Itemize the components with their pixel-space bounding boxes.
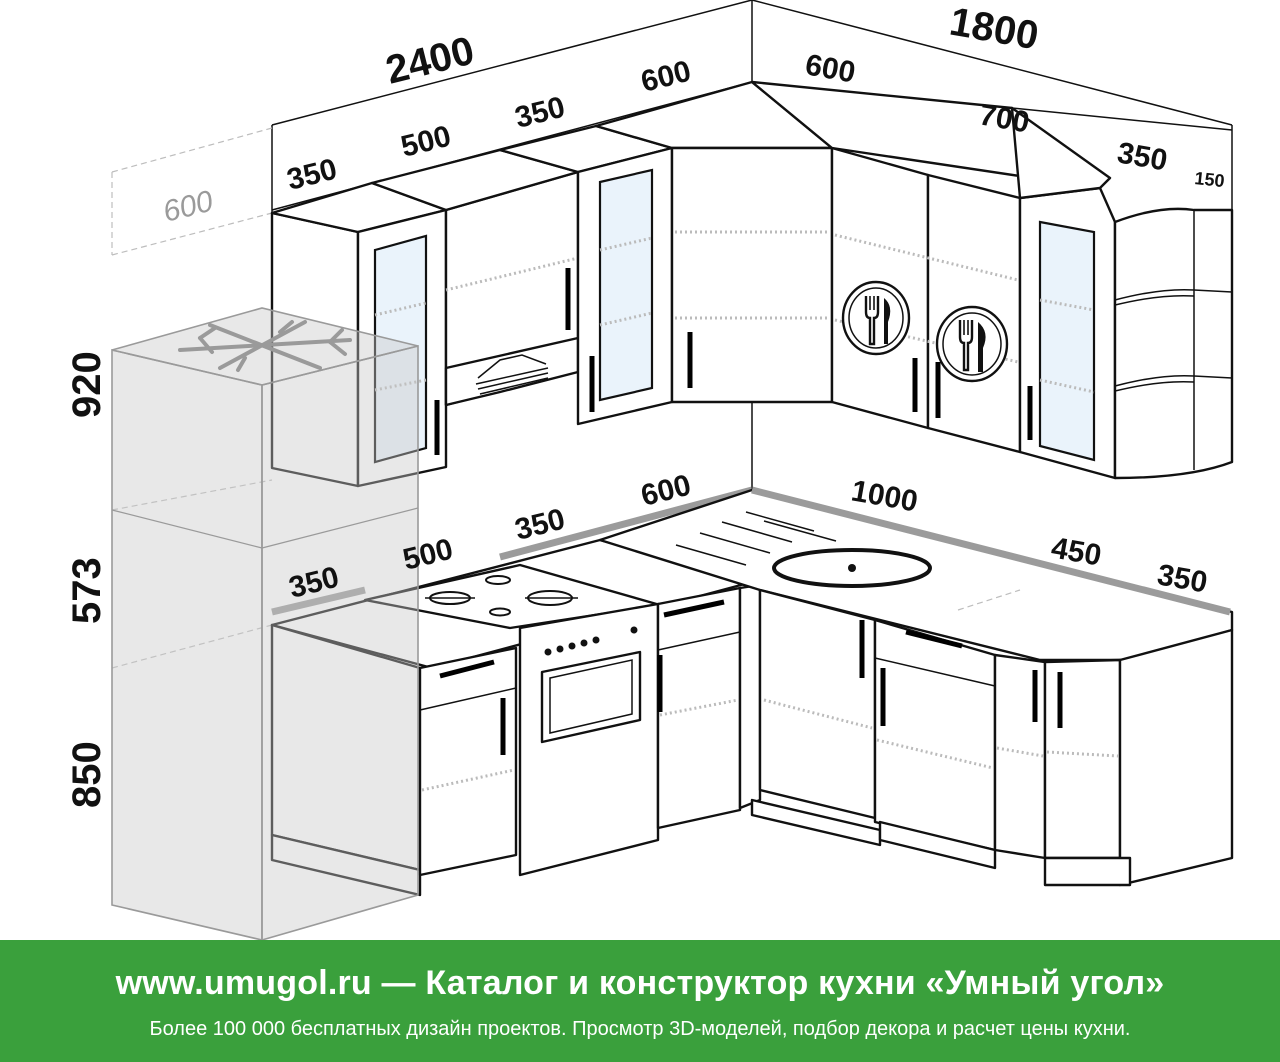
kitchen-diagram: 2400 1800 350 500 350 600 600 700 350 15… <box>65 0 1234 940</box>
dim-height-middle: 573 <box>65 557 109 624</box>
glass-door-middle <box>598 168 654 402</box>
lower-right-cabinets <box>598 486 1234 887</box>
dim-upper-right-4: 150 <box>1194 168 1226 191</box>
dim-upper-left-3: 350 <box>512 91 569 135</box>
footer-title[interactable]: www.umugol.ru — Каталог и конструктор ку… <box>115 964 1165 1002</box>
dim-total-left: 2400 <box>382 29 479 93</box>
glass-door-right <box>1038 220 1096 462</box>
dim-height-lower: 850 <box>65 741 109 808</box>
dim-fridge-depth: 600 <box>160 185 217 229</box>
snowflake-icon <box>178 320 352 372</box>
fork-knife-icon <box>841 280 911 356</box>
upper-left-cabinets <box>270 80 834 488</box>
dim-lower-right-1: 1000 <box>849 474 920 518</box>
dim-upper-right-3: 350 <box>1115 136 1170 177</box>
footer-subtitle: Более 100 000 бесплатных дизайн проектов… <box>149 1018 1131 1040</box>
glass-door-left <box>373 234 428 464</box>
sink <box>675 511 932 588</box>
footer-banner: www.umugol.ru — Каталог и конструктор ку… <box>0 940 1280 1062</box>
dim-upper-right-1: 600 <box>803 48 858 89</box>
upper-right-cabinets <box>750 80 1234 480</box>
dim-total-right: 1800 <box>946 0 1041 58</box>
dim-height-upper: 920 <box>65 351 109 418</box>
dim-upper-left-1: 350 <box>284 153 341 197</box>
fork-knife-icon <box>935 305 1009 383</box>
dim-upper-left-2: 500 <box>398 120 455 164</box>
stove-knobs <box>544 626 638 656</box>
dim-upper-left-4: 600 <box>638 55 695 99</box>
burner-icon <box>425 575 578 617</box>
dimension-labels: 2400 1800 350 500 350 600 600 700 350 15… <box>65 0 1226 808</box>
fridge <box>111 307 419 940</box>
lower-left-cabinets <box>270 486 762 897</box>
fridge-depth-guide <box>111 127 273 669</box>
